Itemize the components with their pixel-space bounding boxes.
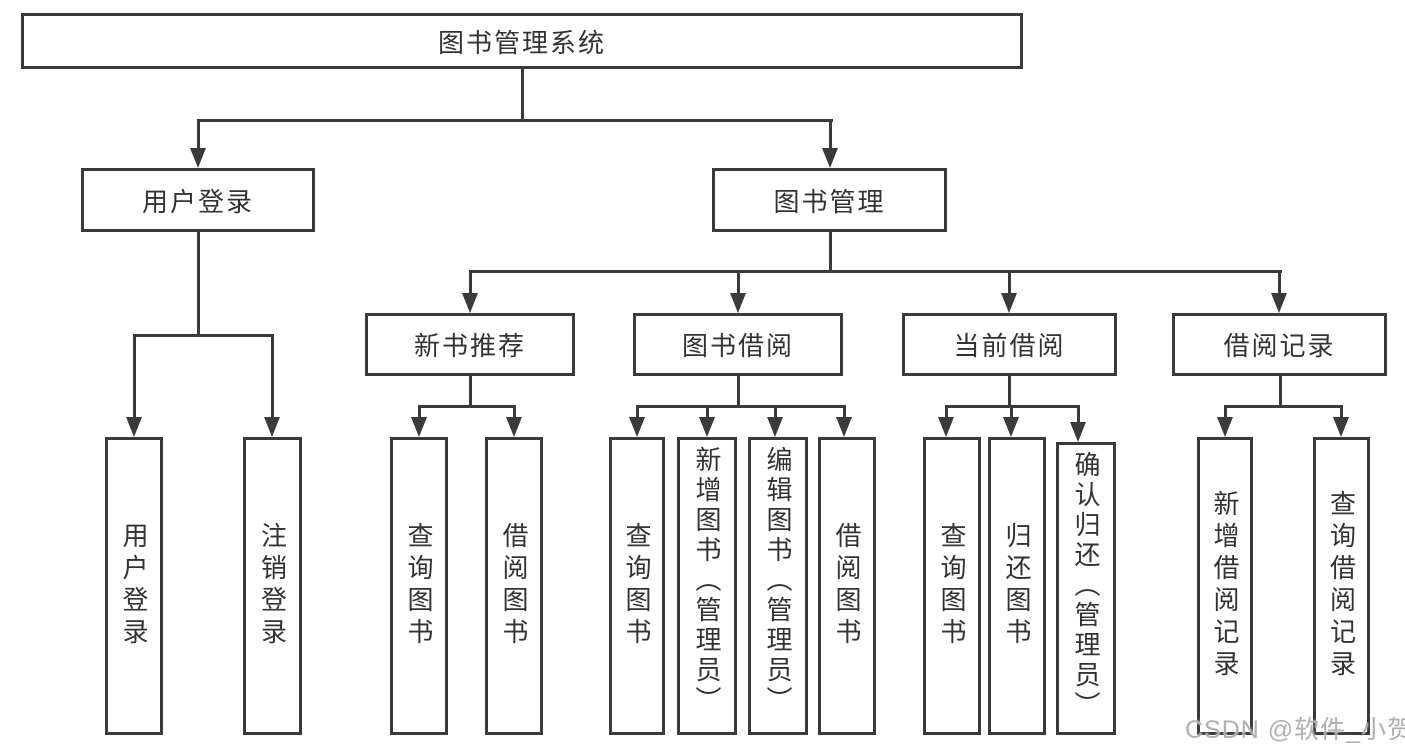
node-user-login: 用户登录 [81, 168, 315, 232]
connector-arrow [699, 417, 715, 437]
node-label: 查询借阅记录 [1326, 490, 1357, 682]
node-book-management: 图书管理 [712, 168, 947, 232]
connector-line [1278, 270, 1281, 296]
connector-line [945, 405, 948, 421]
connector-line [706, 405, 709, 421]
node-label: 归还图书 [1002, 522, 1032, 650]
connector-line [469, 376, 472, 408]
connector-arrow [1333, 417, 1349, 437]
connector-line [133, 334, 274, 337]
node-label: 编辑图书（管理员） [763, 446, 793, 716]
node-current-borrow: 当前借阅 [902, 313, 1117, 376]
node-root: 图书管理系统 [21, 13, 1023, 69]
connector-line [418, 405, 516, 408]
leaf-borrow-books-2: 借阅图书 [818, 437, 876, 735]
node-label: 借阅图书 [499, 522, 529, 650]
connector-line [469, 270, 472, 296]
node-label: 查询图书 [937, 522, 967, 650]
connector-arrow [1217, 417, 1233, 437]
node-label: 图书管理系统 [437, 27, 606, 58]
connector-arrow [822, 148, 838, 168]
leaf-query-books-recommend: 查询图书 [390, 437, 448, 735]
node-label: 新增图书（管理员） [692, 446, 722, 716]
connector-line [774, 405, 777, 421]
leaf-borrow-books-recommend: 借阅图书 [485, 437, 543, 735]
node-label: 当前借阅 [953, 331, 1066, 361]
connector-arrow [767, 417, 783, 437]
connector-arrow [1271, 293, 1287, 313]
connector-arrow [938, 417, 954, 437]
connector-arrow [836, 417, 852, 437]
node-label: 查询图书 [622, 522, 652, 650]
node-label: 注销登录 [257, 522, 288, 650]
connector-line [197, 119, 833, 122]
connector-line [1340, 405, 1343, 421]
leaf-add-book-admin: 新增图书（管理员） [677, 437, 737, 735]
node-label: 用户登录 [141, 186, 254, 217]
connector-arrow [1003, 417, 1019, 437]
connector-line [1224, 405, 1227, 421]
node-label: 用户登录 [119, 522, 149, 650]
node-book-borrow: 图书借阅 [633, 313, 843, 376]
leaf-return-book: 归还图书 [988, 437, 1046, 735]
connector-line [737, 270, 740, 296]
connector-line [737, 376, 740, 408]
connector-line [133, 334, 136, 420]
connector-line [521, 69, 524, 122]
leaf-user-login: 用户登录 [105, 437, 163, 735]
connector-line [271, 334, 274, 420]
node-label: 查询图书 [404, 522, 434, 650]
node-label: 借阅图书 [832, 522, 862, 650]
connector-line [829, 119, 832, 152]
connector-arrow [1070, 422, 1086, 442]
connector-arrow [411, 417, 427, 437]
connector-arrow [126, 417, 142, 437]
leaf-confirm-return-admin: 确认归还（管理员） [1056, 442, 1116, 735]
connector-line [197, 232, 200, 337]
node-label: 确认归还（管理员） [1071, 451, 1101, 721]
connector-line [1077, 405, 1080, 425]
leaf-logout: 注销登录 [243, 437, 302, 735]
connector-arrow [462, 293, 478, 313]
connector-arrow [264, 417, 280, 437]
leaf-add-borrow-record: 新增借阅记录 [1197, 437, 1253, 735]
watermark-text: CSDN @软件_小贺同学 [1185, 716, 1405, 744]
connector-arrow [506, 417, 522, 437]
node-label: 新增借阅记录 [1210, 490, 1240, 682]
node-borrow-records: 借阅记录 [1172, 313, 1387, 376]
connector-line [636, 405, 846, 408]
connector-line [1008, 270, 1011, 296]
connector-arrow [629, 417, 645, 437]
connector-line [829, 232, 832, 273]
connector-line [1010, 405, 1013, 421]
connector-line [1224, 405, 1343, 408]
connector-arrow [1001, 293, 1017, 313]
connector-line [636, 405, 639, 421]
node-new-book-recommend: 新书推荐 [365, 313, 575, 376]
connector-line [1008, 376, 1011, 408]
connector-line [1279, 376, 1282, 408]
leaf-query-books-current: 查询图书 [923, 437, 981, 735]
connector-line [469, 270, 1282, 273]
connector-arrow [730, 293, 746, 313]
node-label: 图书管理 [773, 186, 886, 217]
leaf-query-borrow-record: 查询借阅记录 [1313, 437, 1370, 735]
leaf-query-books-borrow: 查询图书 [609, 437, 665, 735]
leaf-edit-book-admin: 编辑图书（管理员） [748, 437, 808, 735]
node-label: 借阅记录 [1223, 331, 1336, 361]
node-label: 新书推荐 [413, 331, 526, 361]
connector-line [843, 405, 846, 421]
node-label: 图书借阅 [681, 331, 794, 361]
connector-line [513, 405, 516, 421]
connector-line [197, 119, 200, 152]
connector-arrow [190, 148, 206, 168]
connector-line [418, 405, 421, 421]
